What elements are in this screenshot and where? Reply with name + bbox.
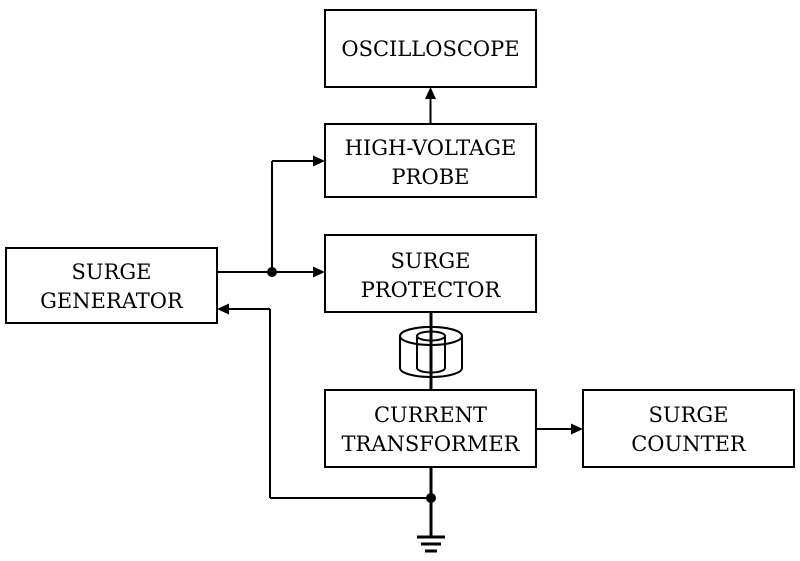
- surge-protector-label-line2: PROTECTOR: [361, 278, 502, 302]
- wire-ct-to-counter: [536, 423, 583, 435]
- current-transformer-label-line1: CURRENT: [374, 403, 487, 427]
- arrowhead-surge-protector: [313, 266, 325, 278]
- surge-generator-label-line2: GENERATOR: [40, 289, 184, 313]
- surge-counter-block: SURGE COUNTER: [582, 389, 795, 468]
- hv-probe-label-line1: HIGH-VOLTAGE: [345, 136, 517, 160]
- current-transformer-block: CURRENT TRANSFORMER: [324, 389, 537, 468]
- junction-dot-bottom: [426, 493, 436, 503]
- hv-probe-block: HIGH-VOLTAGE PROBE: [324, 123, 537, 198]
- wire-generator-output: [217, 155, 325, 278]
- current-transformer-label-line2: TRANSFORMER: [342, 432, 521, 456]
- junction-dot-top: [267, 267, 277, 277]
- wire-ground-return: [217, 303, 436, 537]
- surge-protector-label-line1: SURGE: [390, 249, 470, 273]
- ct-core-icon: [399, 312, 463, 390]
- surge-counter-label-line2: COUNTER: [631, 432, 747, 456]
- surge-protector-block: SURGE PROTECTOR: [324, 234, 537, 313]
- hv-probe-label-line2: PROBE: [392, 165, 470, 189]
- ground-icon: [417, 535, 445, 553]
- surge-generator-block: SURGE GENERATOR: [5, 247, 218, 324]
- surge-counter-label-line1: SURGE: [648, 403, 728, 427]
- oscilloscope-block: OSCILLOSCOPE: [324, 9, 537, 88]
- arrowhead-hv-probe: [313, 155, 325, 167]
- arrowhead-surge-generator: [217, 303, 229, 315]
- surge-generator-label-line1: SURGE: [71, 260, 151, 284]
- arrowhead-surge-counter: [571, 423, 583, 435]
- arrowhead-oscilloscope: [425, 87, 436, 99]
- oscilloscope-label-line1: OSCILLOSCOPE: [341, 37, 519, 61]
- wire-probe-to-oscilloscope: [425, 87, 436, 124]
